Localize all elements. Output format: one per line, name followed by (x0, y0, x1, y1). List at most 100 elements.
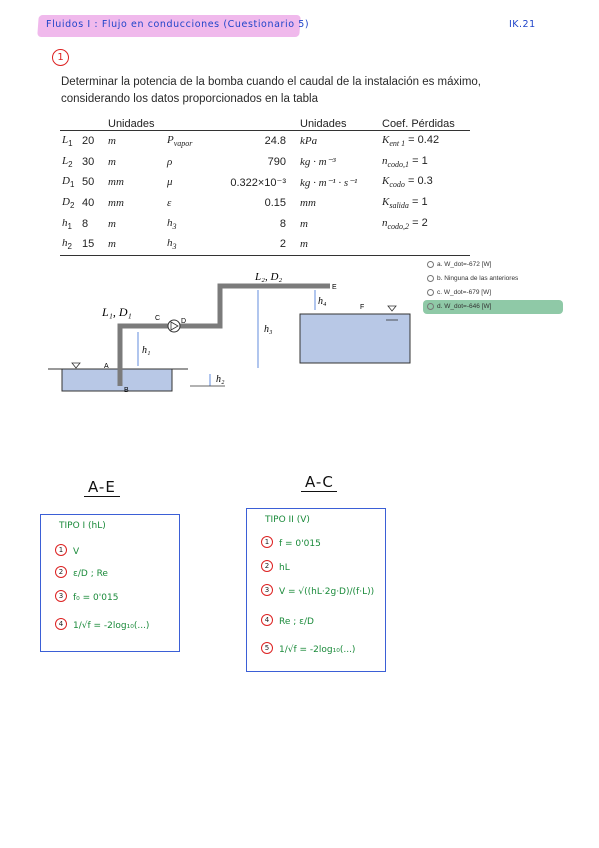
notes-left-subtitle: TIPO I (hL) (59, 521, 106, 531)
label-h1: h₁ (142, 345, 150, 356)
cell-coefficient: Ksalida = 1 (382, 195, 428, 211)
cell-coefficient: Kcodo = 0.3 (382, 175, 433, 190)
header-units-2: Unidades (298, 117, 380, 131)
page-title: Fluidos I : Flujo en conducciones (Cuest… (46, 19, 310, 30)
header-coefficients: Coef. Pérdidas (380, 117, 470, 131)
page-reference: IK.21 (509, 19, 536, 30)
cell-value-2: 790 (267, 155, 286, 168)
problem-number: 1 (52, 49, 69, 66)
notes-right-title: A-C (305, 473, 334, 491)
cell-symbol-2: ρ (167, 155, 173, 168)
cell-unit: m (108, 155, 116, 168)
cell-value: 50 (82, 176, 95, 189)
cell-symbol-2: ε (167, 197, 172, 210)
cell-unit: mm (108, 197, 124, 210)
cell-value: 20 (82, 135, 95, 148)
cell-symbol-2: h3 (165, 233, 214, 256)
cell-unit-2: kg · m⁻¹ · s⁻¹ (300, 176, 358, 189)
cell-coefficient: Kent 1 = 0.42 (382, 134, 440, 149)
cell-unit: mm (108, 176, 124, 189)
point-d: D (181, 318, 186, 325)
label-l2-d2: L₂, D₂ (254, 271, 282, 283)
cell-unit: m (108, 135, 116, 148)
cell-unit-2: m (300, 217, 308, 230)
cell-symbol: L2 (62, 154, 73, 169)
point-b: B (124, 387, 129, 394)
cell-value-2: 8 (279, 217, 286, 230)
point-c: C (155, 315, 160, 322)
cell-unit-2: mm (300, 197, 316, 210)
tank-right (299, 313, 411, 364)
problem-statement: Determinar la potencia de la bomba cuand… (61, 74, 481, 108)
pipe-segment-2 (180, 283, 330, 329)
notes-right-subtitle: TIPO II (V) (265, 515, 310, 525)
cell-symbol-2: Pvapor (167, 134, 193, 149)
table-row: h1 8 m h3 8 m ncodo,2 = 2 (60, 213, 470, 234)
option-a[interactable]: a. W_dot=-672 [W] (423, 258, 563, 272)
label-h4: h₄ (318, 296, 327, 307)
data-table: Unidades Unidades Coef. Pérdidas L1 20 m Pv… (60, 117, 470, 256)
label-h3: h₃ (264, 324, 273, 335)
table-row: D2 40 mm ε 0.15 mm Ksalida = 1 (60, 193, 470, 214)
answer-options: a. W_dot=-672 [W] b. Ninguna de las ante… (423, 258, 563, 314)
cell-value: 15 (80, 233, 106, 256)
cell-value-2: 2 (214, 233, 298, 256)
option-b[interactable]: b. Ninguna de las anteriores (423, 272, 563, 286)
label-h2: h₂ (216, 374, 225, 385)
cell-symbol: h2 (60, 233, 80, 256)
cell-symbol: h1 (62, 216, 72, 231)
cell-coefficient: ncodo,1 = 1 (382, 154, 428, 169)
cell-value: 30 (82, 155, 95, 168)
cell-symbol: L1 (62, 134, 73, 149)
option-c[interactable]: c. W_dot=-679 [W] (423, 286, 563, 300)
point-e: E (332, 284, 337, 291)
cell-unit: m (108, 217, 116, 230)
problem-text-line2: considerando los datos proporcionados en… (61, 93, 319, 105)
radio-icon[interactable] (427, 260, 434, 268)
cell-symbol-2: h3 (167, 216, 177, 231)
cell-value: 40 (82, 197, 95, 210)
radio-icon[interactable] (427, 302, 434, 310)
cell-unit-2: m (298, 233, 380, 256)
cell-unit: m (106, 233, 165, 256)
cell-value-2: 24.8 (264, 135, 286, 148)
cell-coefficient (380, 233, 470, 256)
cell-unit-2: kg · m⁻³ (300, 156, 336, 169)
pipe-system-diagram: L₂, D₂ L₁, D₁ A B C D E F h₁ h₂ h₃ h₄ (48, 271, 411, 394)
notes-left-title: A-E (88, 478, 116, 496)
table-header-row: Unidades Unidades Coef. Pérdidas (60, 117, 470, 131)
radio-icon[interactable] (427, 288, 434, 296)
water-level-icon-left (71, 362, 81, 369)
label-l1-d1: L₁, D₁ (101, 305, 132, 319)
water-level-icon-right (387, 305, 397, 312)
cell-value: 8 (82, 217, 89, 230)
table-row: L1 20 m Pvapor 24.8 kPa Kent 1 = 0.42 (60, 131, 470, 152)
tank-left (61, 368, 173, 392)
point-a: A (104, 363, 109, 370)
table-row: L2 30 m ρ 790 kg · m⁻³ ncodo,1 = 1 (60, 152, 470, 173)
cell-unit-2: kPa (300, 135, 318, 148)
option-d[interactable]: d. W_dot=-646 [W] (423, 300, 563, 314)
cell-value-2: 0.322×10⁻³ (230, 176, 286, 189)
cell-coefficient: ncodo,2 = 2 (382, 216, 428, 231)
point-f: F (360, 304, 364, 311)
cell-symbol-2: μ (167, 176, 173, 189)
cell-value-2: 0.15 (264, 197, 286, 210)
header-units-1: Unidades (106, 117, 165, 131)
cell-symbol: D2 (62, 195, 75, 211)
radio-icon[interactable] (427, 274, 434, 282)
pipe-segment-1 (117, 323, 168, 386)
